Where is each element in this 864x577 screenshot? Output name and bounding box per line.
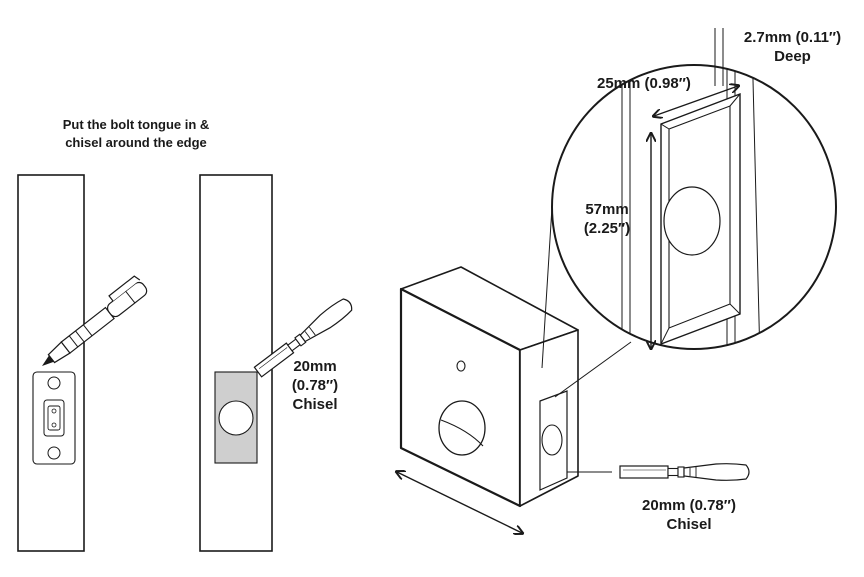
mortise-recess <box>214 371 258 464</box>
edge-mortise <box>539 390 568 491</box>
depth-line-1: 2.7mm (0.11″) <box>743 29 842 46</box>
pen-icon <box>42 275 148 366</box>
door-edge-chiselled <box>199 174 353 552</box>
height-dimension-label: 57mm (2.25″) <box>574 200 640 238</box>
chisel-size-label-bottom: 20mm (0.78″) Chisel <box>620 496 758 534</box>
chisel-icon <box>253 298 353 378</box>
bolt-plate-outline <box>32 371 76 465</box>
door-edge-marking <box>17 174 148 552</box>
instruction-line-2: chisel around the edge <box>65 135 207 150</box>
height-line-2: (2.25″) <box>583 220 631 237</box>
door-block-3d <box>397 206 750 533</box>
depth-dimension-label: 2.7mm (0.11″) Deep <box>735 28 850 66</box>
chisel-size-label: 20mm (0.78″) Chisel <box>282 357 348 414</box>
width-dimension-label: 25mm (0.98″) <box>597 75 691 92</box>
height-line-1: 57mm <box>585 201 629 218</box>
depth-line-2: Deep <box>774 48 811 65</box>
chisel-size-line-2: (0.78″) <box>291 377 339 394</box>
chisel-bottom-line-1: 20mm (0.78″) <box>642 497 736 514</box>
chisel-size-line-1: 20mm <box>293 358 337 375</box>
cross-bore-hole <box>438 400 486 456</box>
instruction-text: Put the bolt tongue in & chisel around t… <box>50 116 222 152</box>
door-depth-arrow <box>397 472 522 533</box>
chisel-icon <box>619 463 750 481</box>
chisel-size-line-3: Chisel <box>292 396 338 413</box>
magnified-detail <box>551 28 837 350</box>
width-dimension-arrow <box>654 86 738 116</box>
chisel-bottom-line-2: Chisel <box>666 516 712 533</box>
instruction-line-1: Put the bolt tongue in & <box>62 117 210 132</box>
